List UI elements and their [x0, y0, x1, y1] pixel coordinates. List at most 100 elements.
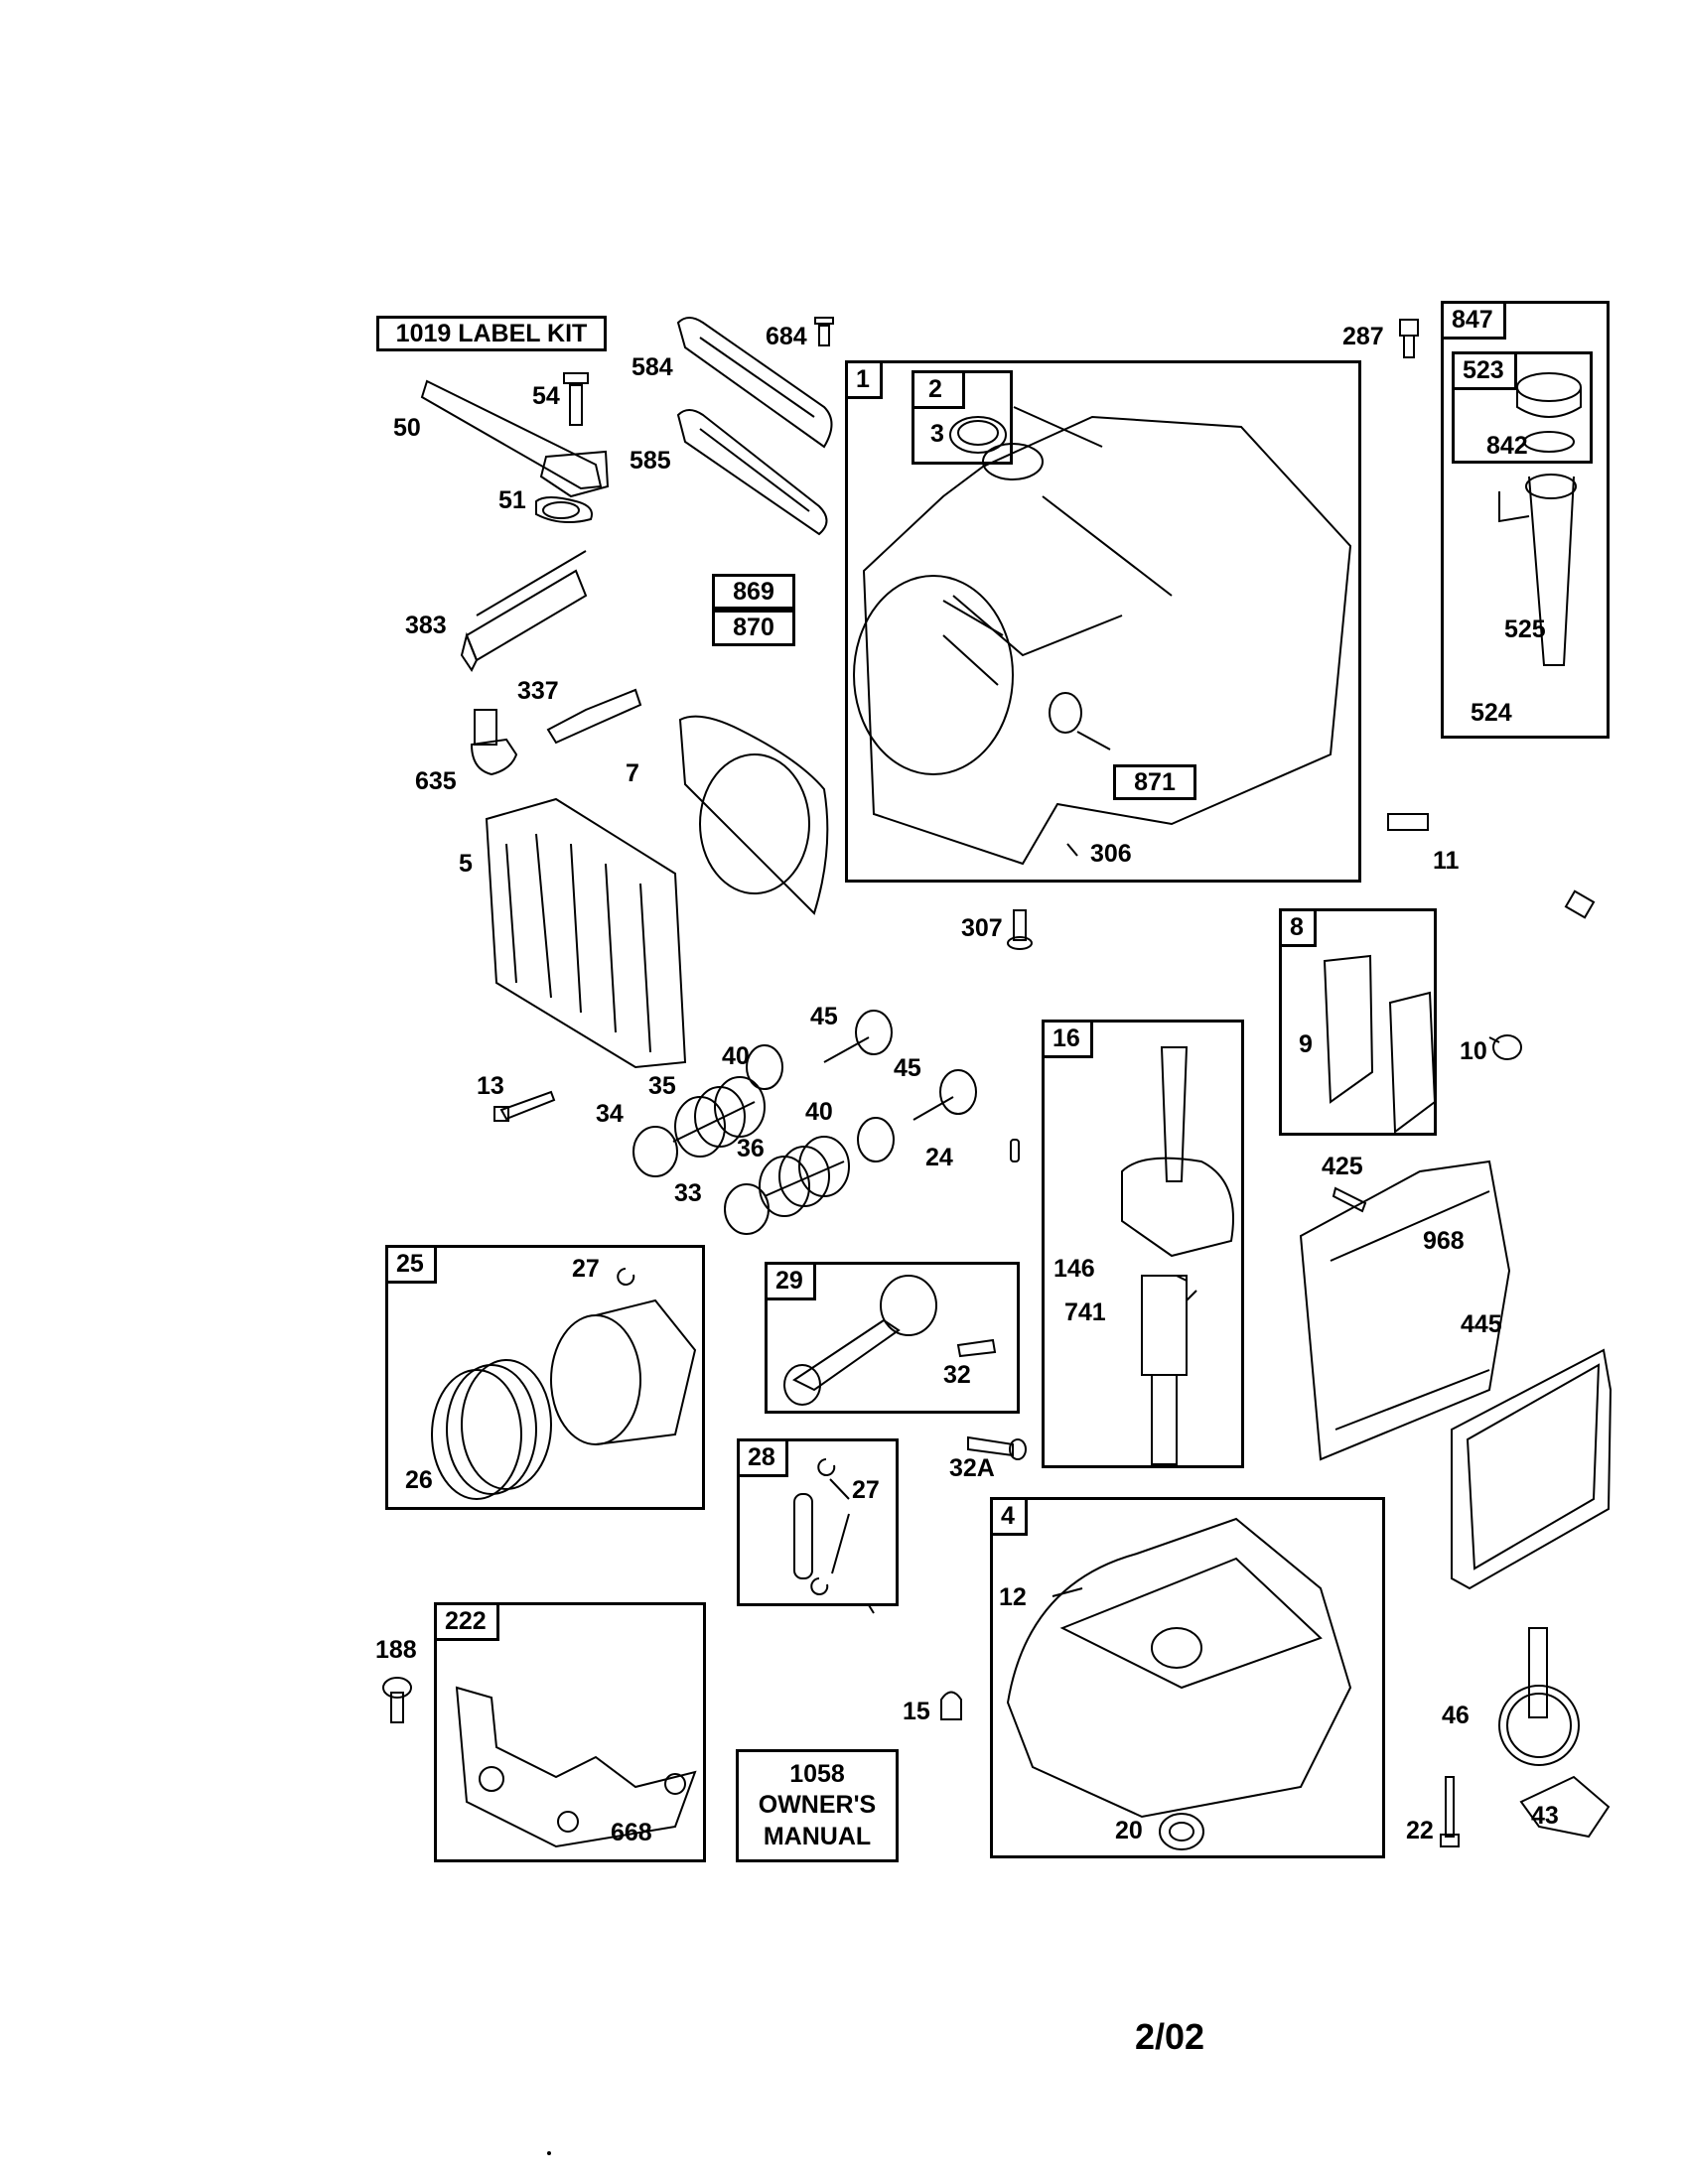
- part-445-filter-drawing: [1451, 1348, 1613, 1590]
- group-box-25: 25: [385, 1245, 705, 1510]
- callout-32: 32: [943, 1361, 971, 1389]
- part-222-bracket-drawing: [455, 1686, 697, 1848]
- owners-manual-number: 1058: [789, 1760, 845, 1789]
- part-20-seal-drawing: [1159, 1813, 1204, 1850]
- group-box-523: 523: [1452, 351, 1593, 464]
- group-box-222: 222: [434, 1602, 706, 1862]
- callout-524: 524: [1471, 699, 1512, 727]
- group-tag-1: 1: [848, 363, 883, 399]
- callout-45-upper: 45: [810, 1003, 838, 1030]
- part-54-bolt-drawing: [563, 372, 589, 426]
- part-45-lifter-drawing: [823, 1010, 977, 1121]
- callout-51: 51: [498, 486, 526, 514]
- callout-12: 12: [999, 1583, 1027, 1611]
- callout-525: 525: [1504, 615, 1546, 643]
- callout-3: 3: [930, 420, 944, 448]
- group-tag-4: 4: [993, 1500, 1028, 1536]
- callout-585: 585: [630, 447, 671, 475]
- group-box-847: 847: [1441, 301, 1610, 739]
- callout-36: 36: [737, 1135, 765, 1162]
- callout-22: 22: [1406, 1817, 1434, 1844]
- part-287-plug-drawing: [1399, 319, 1419, 358]
- part-22-bolt-drawing: [1440, 1776, 1460, 1847]
- callout-425: 425: [1322, 1153, 1363, 1180]
- group-box-1: 1: [845, 360, 1361, 883]
- part-35-spring-drawing: [674, 1076, 766, 1158]
- group-box-4: 4: [990, 1497, 1385, 1858]
- part-27-clip-drawing: [617, 1268, 836, 1595]
- group-tag-25: 25: [388, 1248, 437, 1284]
- callout-10: 10: [1460, 1037, 1487, 1065]
- callout-45-lower: 45: [894, 1054, 921, 1082]
- owners-manual-line3: MANUAL: [763, 1822, 872, 1850]
- part-968-base-drawing: [1299, 1160, 1511, 1461]
- callout-46: 46: [1442, 1702, 1470, 1729]
- label-kit-box: 1019 LABEL KIT: [376, 316, 607, 351]
- stray-dot: [547, 2151, 551, 2155]
- callout-33: 33: [674, 1179, 702, 1207]
- callout-584: 584: [632, 353, 673, 381]
- callout-40-upper: 40: [722, 1042, 750, 1070]
- part-32a-bolt-drawing: [967, 1435, 1027, 1460]
- part-28-pin-drawing: [793, 1493, 813, 1579]
- part-26-rings-drawing: [431, 1359, 552, 1500]
- part-585-gasket-drawing: [676, 409, 828, 536]
- callout-842: 842: [1486, 432, 1528, 460]
- callout-383: 383: [405, 612, 447, 639]
- callout-870: 870: [733, 614, 774, 641]
- callout-635: 635: [415, 767, 457, 795]
- part-3-seal-drawing: [949, 416, 1007, 454]
- callout-5: 5: [459, 850, 473, 878]
- part-36-spring-drawing: [759, 1136, 850, 1217]
- part-10-drawing: [1488, 1034, 1522, 1060]
- group-tag-2: 2: [914, 373, 965, 409]
- group-box-8: 8: [1279, 908, 1437, 1136]
- part-425-bolt-drawing: [1332, 1186, 1367, 1213]
- part-32-bolt-drawing: [956, 1338, 997, 1358]
- callout-box-871: 871: [1113, 764, 1196, 800]
- callout-15: 15: [903, 1698, 930, 1725]
- part-4-sump-drawing: [1006, 1517, 1352, 1819]
- part-7-head-gasket-drawing: [678, 715, 829, 915]
- leader-lines: [829, 406, 1197, 1614]
- part-33-valve-drawing: [724, 1160, 845, 1235]
- group-box-29: 29: [765, 1262, 1020, 1414]
- part-307-bolt-drawing: [1007, 909, 1033, 950]
- callout-7: 7: [626, 759, 639, 787]
- part-29-rod-drawing: [783, 1275, 937, 1406]
- part-25-piston-drawing: [550, 1298, 697, 1445]
- callout-9: 9: [1299, 1030, 1313, 1058]
- callout-26: 26: [405, 1466, 433, 1494]
- callout-27-piston: 27: [572, 1255, 600, 1283]
- callout-146: 146: [1053, 1255, 1095, 1283]
- part-24-pin-drawing: [1010, 1139, 1020, 1162]
- callout-445: 445: [1461, 1310, 1502, 1338]
- callout-968: 968: [1423, 1227, 1465, 1255]
- group-tag-847: 847: [1444, 304, 1506, 340]
- part-15-plug-drawing: [940, 1691, 962, 1720]
- callout-box-869: 869: [712, 574, 795, 610]
- part-584-gasket-drawing: [676, 317, 833, 449]
- part-1-cylinder-block-drawing: [853, 415, 1352, 866]
- part-635-boot-drawing: [470, 709, 518, 776]
- callout-box-870: 870: [712, 610, 795, 646]
- footer-date: 2/02: [1135, 2016, 1205, 2057]
- callout-306: 306: [1090, 840, 1132, 868]
- callout-34: 34: [596, 1100, 624, 1128]
- part-46-gear-drawing: [1498, 1627, 1580, 1766]
- callout-43: 43: [1531, 1802, 1559, 1830]
- group-tag-8: 8: [1282, 911, 1317, 947]
- part-small-fitting-drawing: [1564, 889, 1596, 919]
- callout-35: 35: [648, 1072, 676, 1100]
- group-box-2: 2: [912, 370, 1013, 465]
- callout-50: 50: [393, 414, 421, 442]
- callout-20: 20: [1115, 1817, 1143, 1844]
- callout-13: 13: [477, 1072, 504, 1100]
- part-337-spark-plug-drawing: [546, 688, 642, 745]
- part-383-drawing: [460, 550, 588, 672]
- owners-manual-box: 1058 OWNER'S MANUAL: [736, 1749, 899, 1862]
- callout-11: 11: [1433, 847, 1460, 875]
- callout-668: 668: [611, 1819, 652, 1846]
- callout-741: 741: [1064, 1298, 1106, 1326]
- callout-188: 188: [375, 1636, 417, 1664]
